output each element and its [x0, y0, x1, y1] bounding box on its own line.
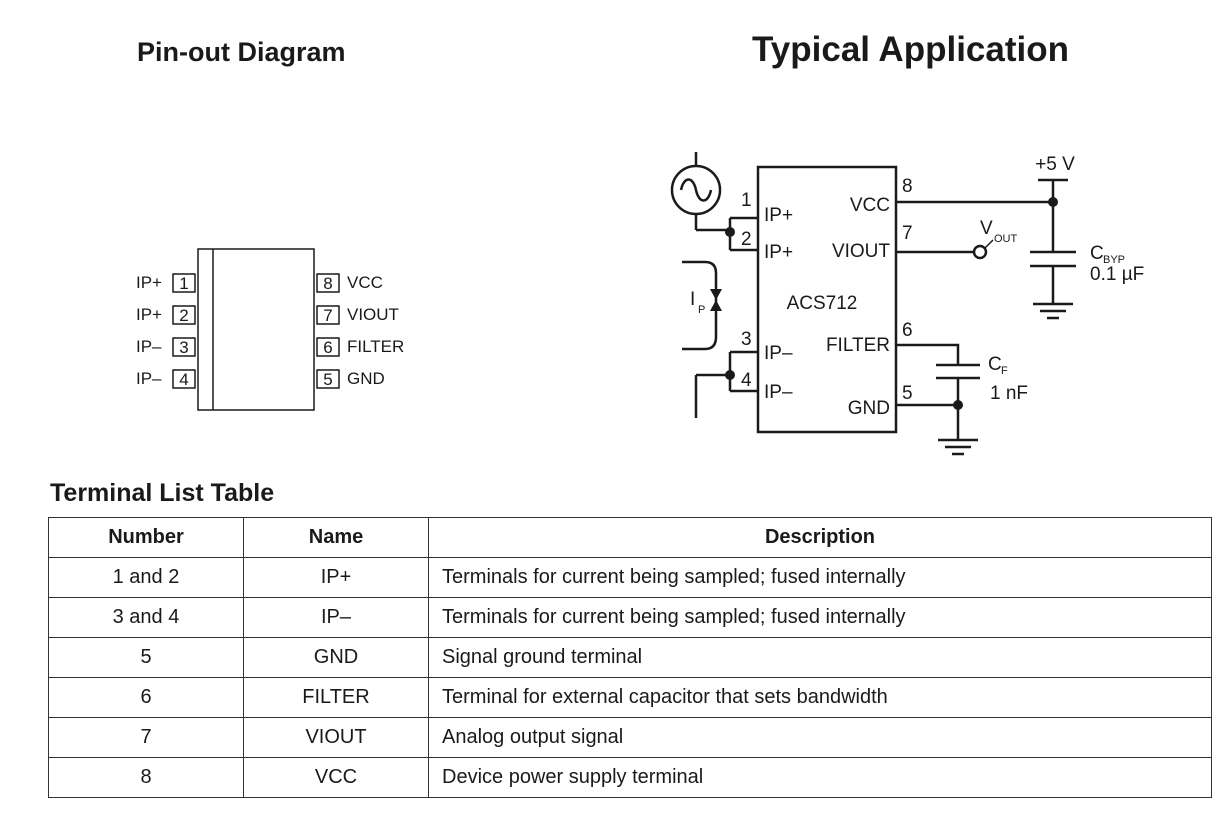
vout-label-leader — [984, 239, 994, 249]
pin-number-7: 7 — [902, 223, 913, 244]
cbyp-label-sub: BYP — [1103, 254, 1125, 266]
pin-label-right: GND — [347, 369, 385, 388]
pin-label-right: VIOUT — [347, 305, 399, 324]
pin-label-left: IP+ — [136, 305, 162, 324]
application-title: Typical Application — [752, 30, 1069, 69]
cell-description: Device power supply terminal — [428, 757, 1212, 798]
junction-dot — [953, 400, 963, 410]
pin-number: 4 — [179, 370, 188, 389]
pin7-inner-label: VIOUT — [832, 241, 890, 262]
cell-number: 1 and 2 — [48, 557, 244, 598]
header-description: Description — [428, 517, 1212, 558]
cell-description: Analog output signal — [428, 717, 1212, 758]
table-row: 3 and 4 IP– Terminals for current being … — [48, 597, 1212, 638]
header-name: Name — [243, 517, 429, 558]
cf-label-sub: F — [1001, 365, 1008, 377]
pin-number-8: 8 — [902, 176, 913, 197]
table-row: 1 and 2 IP+ Terminals for current being … — [48, 557, 1212, 598]
cell-name: FILTER — [243, 677, 429, 718]
pin-number-5: 5 — [902, 383, 913, 404]
pinout-title: Pin-out Diagram — [137, 37, 346, 67]
pin-label-right: VCC — [347, 273, 383, 292]
pin-number-1: 1 — [741, 190, 752, 211]
sine-wave-icon — [679, 178, 713, 202]
current-arrow-icon — [710, 300, 722, 311]
pin-number: 6 — [323, 338, 332, 357]
table-row: 6 FILTER Terminal for external capacitor… — [48, 677, 1212, 718]
pin-number: 8 — [323, 274, 332, 293]
pin-number: 2 — [179, 306, 188, 325]
terminal-list-table: Number Name Description 1 and 2 IP+ Term… — [48, 517, 1212, 798]
cell-name: IP+ — [243, 557, 429, 598]
output-terminal-icon — [972, 244, 988, 260]
pin-box — [172, 369, 196, 389]
cell-name: GND — [243, 637, 429, 678]
cell-description: Terminal for external capacitor that set… — [428, 677, 1212, 718]
pin1-inner-label: IP+ — [764, 205, 793, 226]
pin-number: 3 — [179, 338, 188, 357]
pin-label-left: IP– — [136, 369, 162, 388]
cell-number: 5 — [48, 637, 244, 678]
cell-number: 3 and 4 — [48, 597, 244, 638]
pin-box — [172, 273, 196, 293]
pin-box — [172, 305, 196, 325]
vout-label-main: V — [980, 218, 993, 239]
table-row: 5 GND Signal ground terminal — [48, 637, 1212, 678]
table-header-row: Number Name Description — [48, 517, 1212, 558]
cf-value: 1 nF — [990, 383, 1028, 404]
supply-label: +5 V — [1035, 154, 1075, 175]
chip-body — [756, 165, 898, 434]
current-arrow-icon — [710, 289, 722, 300]
cell-description: Terminals for current being sampled; fus… — [428, 597, 1212, 638]
cell-name: VCC — [243, 757, 429, 798]
cbyp-value: 0.1 µF — [1090, 264, 1144, 285]
table-row: 7 VIOUT Analog output signal — [48, 717, 1212, 758]
cbyp-label-main: C — [1090, 243, 1104, 264]
cell-name: IP– — [243, 597, 429, 638]
ip-plus-wires — [728, 216, 758, 252]
cell-number: 8 — [48, 757, 244, 798]
cell-name: VIOUT — [243, 717, 429, 758]
vout-label-sub: OUT — [994, 233, 1018, 245]
pin-number-3: 3 — [741, 329, 752, 350]
cell-description: Signal ground terminal — [428, 637, 1212, 678]
pin-number-4: 4 — [741, 370, 752, 391]
pin5-inner-label: GND — [848, 398, 890, 419]
pin4-inner-label: IP– — [764, 382, 793, 403]
pin-number: 1 — [179, 274, 188, 293]
cell-number: 7 — [48, 717, 244, 758]
pin-box — [172, 337, 196, 357]
package-outline — [197, 248, 315, 411]
pin-box — [316, 273, 340, 293]
pin-box — [316, 337, 340, 357]
pin-box — [316, 369, 340, 389]
header-number: Number — [48, 517, 244, 558]
pin-number: 7 — [323, 306, 332, 325]
pin-number: 5 — [323, 370, 332, 389]
current-label-main: I — [690, 289, 695, 310]
pin-label-left: IP– — [136, 337, 162, 356]
table-row: 8 VCC Device power supply terminal — [48, 757, 1212, 798]
cell-description: Terminals for current being sampled; fus… — [428, 557, 1212, 598]
pin-label-right: FILTER — [347, 337, 404, 356]
pin-box — [316, 305, 340, 325]
pin-label-left: IP+ — [136, 273, 162, 292]
pin6-inner-label: FILTER — [826, 335, 890, 356]
cf-label-main: C — [988, 354, 1002, 375]
pin2-inner-label: IP+ — [764, 242, 793, 263]
pin8-inner-label: VCC — [850, 195, 890, 216]
junction-dot — [725, 370, 735, 380]
current-label-sub: P — [698, 304, 705, 316]
chip-name: ACS712 — [787, 293, 858, 314]
pin-number-6: 6 — [902, 320, 913, 341]
junction-dot — [1048, 197, 1058, 207]
filter-wire — [896, 343, 960, 365]
pin-number-2: 2 — [741, 229, 752, 250]
cell-number: 6 — [48, 677, 244, 718]
table-title: Terminal List Table — [50, 479, 275, 507]
pin3-inner-label: IP– — [764, 343, 793, 364]
